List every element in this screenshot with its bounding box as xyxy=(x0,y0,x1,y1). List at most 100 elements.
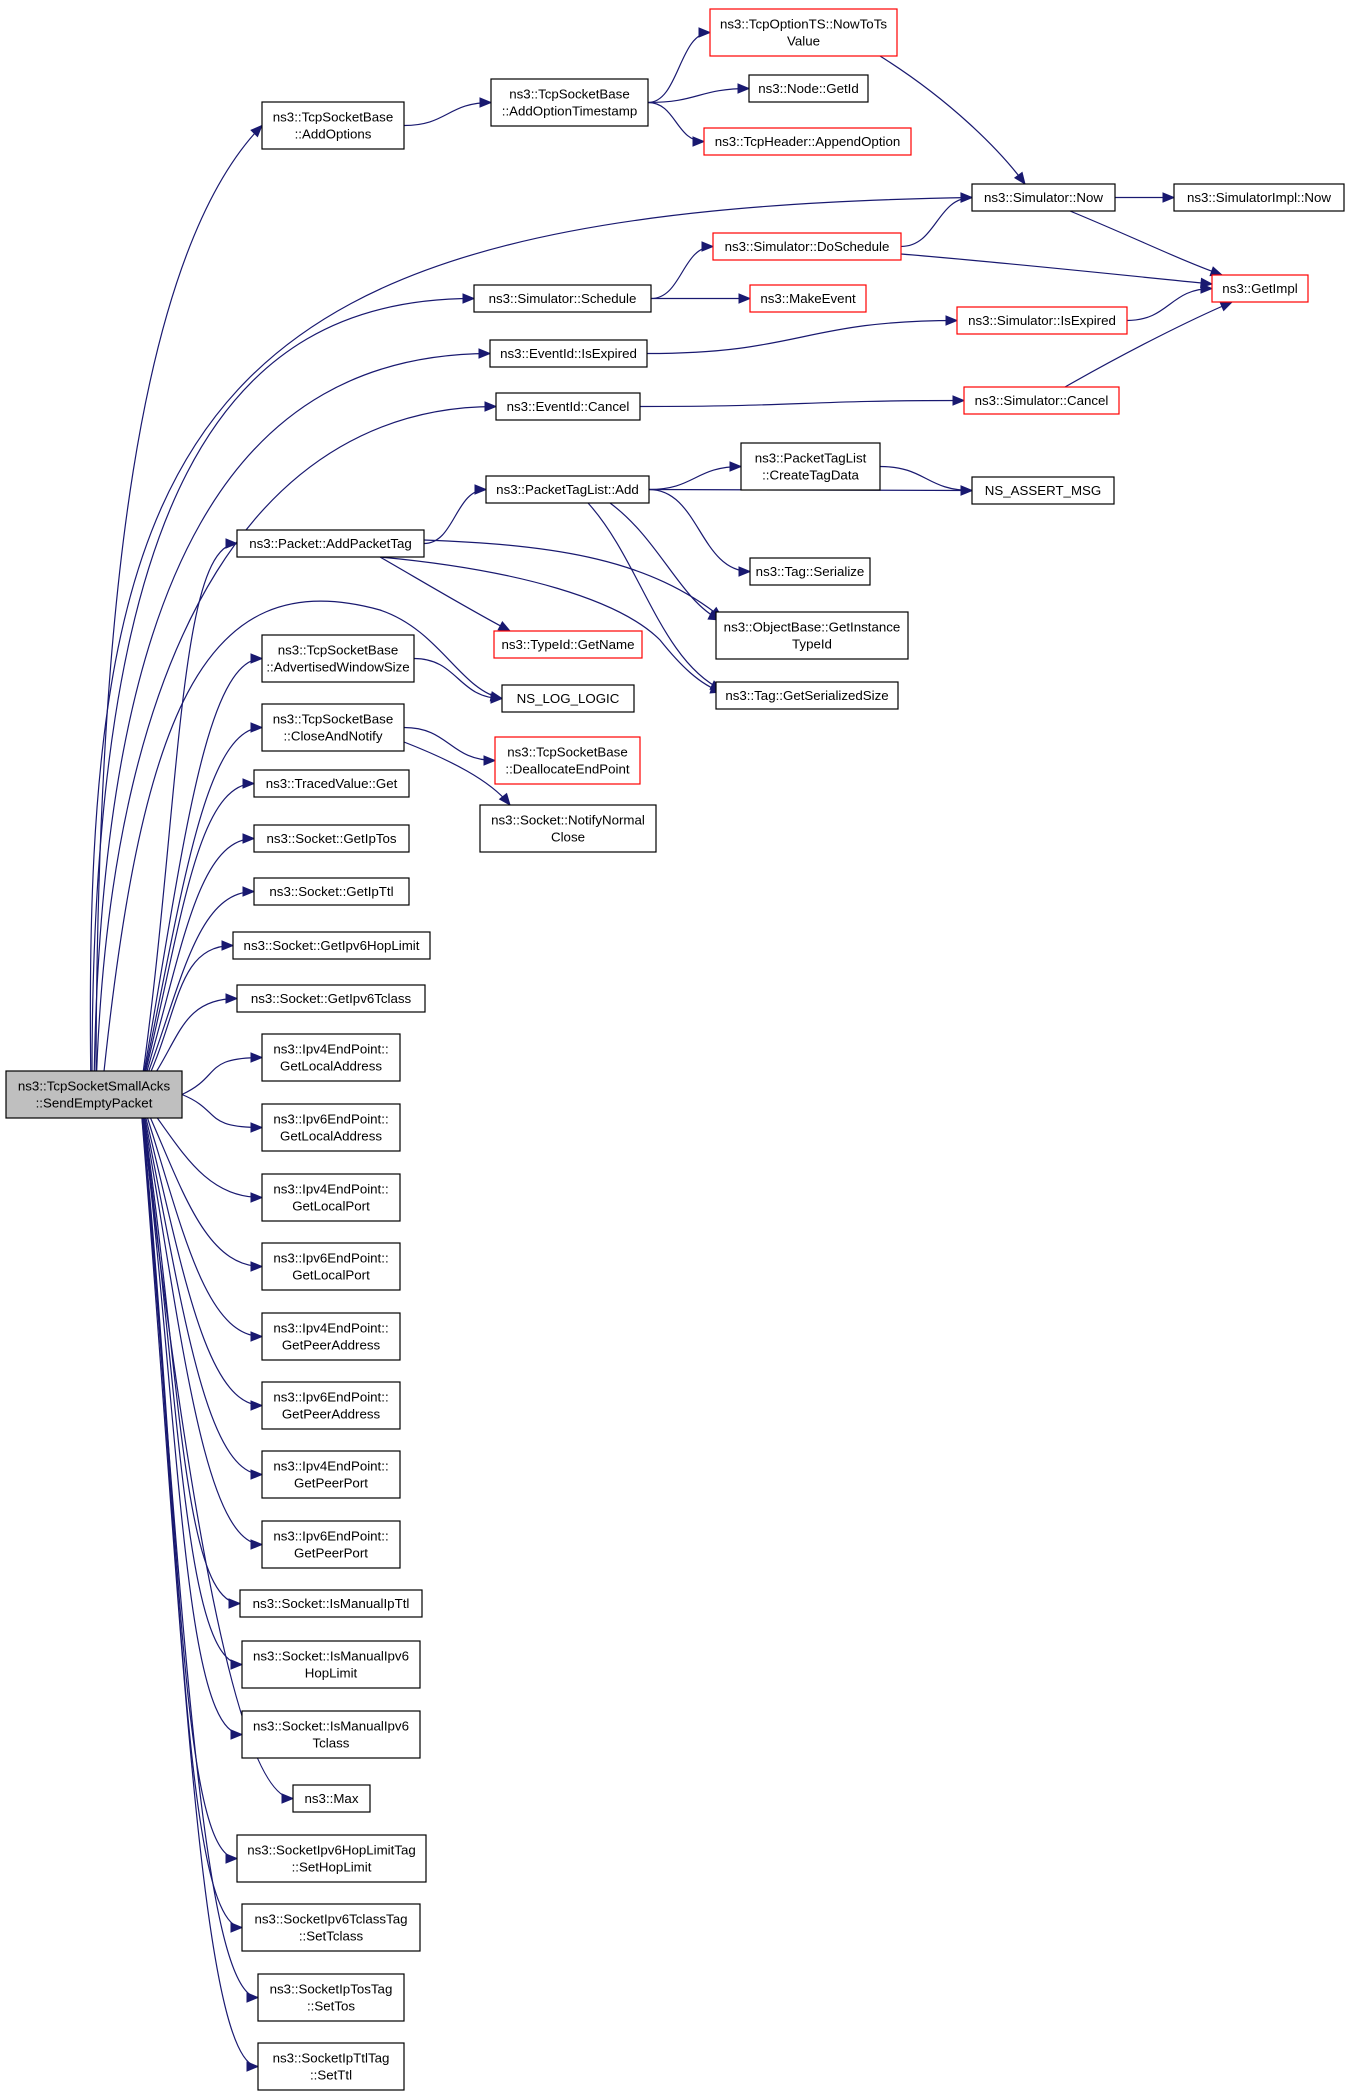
node-box[interactable] xyxy=(241,1710,421,1759)
node-root[interactable]: ns3::TcpSocketSmallAcks::SendEmptyPacket xyxy=(5,1070,183,1119)
node-GetImpl[interactable]: ns3::GetImpl xyxy=(1211,274,1309,303)
node-SimNow[interactable]: ns3::Simulator::Now xyxy=(971,183,1116,212)
node-box[interactable] xyxy=(236,1834,427,1883)
node-Ipv4GetLocalAddress[interactable]: ns3::Ipv4EndPoint::GetLocalAddress xyxy=(261,1033,401,1082)
node-EventCancel[interactable]: ns3::EventId::Cancel xyxy=(495,392,641,421)
node-box[interactable] xyxy=(261,703,405,752)
node-GetIpv6HopLimit[interactable]: ns3::Socket::GetIpv6HopLimit xyxy=(232,931,431,960)
node-box[interactable] xyxy=(261,1450,401,1499)
node-Schedule[interactable]: ns3::Simulator::Schedule xyxy=(473,284,652,313)
node-SimIsExpired[interactable]: ns3::Simulator::IsExpired xyxy=(956,306,1128,335)
node-AddOptions[interactable]: ns3::TcpSocketBase::AddOptions xyxy=(261,101,405,150)
node-box[interactable] xyxy=(253,824,410,853)
node-DoSchedule[interactable]: ns3::Simulator::DoSchedule xyxy=(712,232,902,261)
node-GetIpTtl[interactable]: ns3::Socket::GetIpTtl xyxy=(253,877,410,906)
node-box[interactable] xyxy=(261,1520,401,1569)
node-box[interactable] xyxy=(232,931,431,960)
node-box[interactable] xyxy=(703,127,912,156)
node-box[interactable] xyxy=(261,101,405,150)
node-box[interactable] xyxy=(715,681,899,710)
node-box[interactable] xyxy=(261,1381,401,1430)
node-box[interactable] xyxy=(261,1242,401,1291)
node-box[interactable] xyxy=(1211,274,1309,303)
node-box[interactable] xyxy=(715,611,909,660)
node-box[interactable] xyxy=(971,476,1115,505)
node-box[interactable] xyxy=(749,284,867,313)
node-CloseAndNotify[interactable]: ns3::TcpSocketBase::CloseAndNotify xyxy=(261,703,405,752)
node-SetTos[interactable]: ns3::SocketIpTosTag::SetTos xyxy=(257,1973,405,2022)
node-box[interactable] xyxy=(473,284,652,313)
node-Ipv4GetPeerAddress[interactable]: ns3::Ipv4EndPoint::GetPeerAddress xyxy=(261,1312,401,1361)
node-box[interactable] xyxy=(479,804,657,853)
node-box[interactable] xyxy=(1173,183,1345,212)
node-NodeGetId[interactable]: ns3::Node::GetId xyxy=(748,74,869,103)
node-DeallocateEndPoint[interactable]: ns3::TcpSocketBase::DeallocateEndPoint xyxy=(494,736,641,785)
node-SimImplNow[interactable]: ns3::SimulatorImpl::Now xyxy=(1173,183,1345,212)
node-Ipv4GetPeerPort[interactable]: ns3::Ipv4EndPoint::GetPeerPort xyxy=(261,1450,401,1499)
node-box[interactable] xyxy=(963,386,1120,415)
node-SimCancel[interactable]: ns3::Simulator::Cancel xyxy=(963,386,1120,415)
node-box[interactable] xyxy=(292,1784,371,1813)
node-box[interactable] xyxy=(236,984,426,1013)
node-Max[interactable]: ns3::Max xyxy=(292,1784,371,1813)
node-box[interactable] xyxy=(748,74,869,103)
node-LogLogic[interactable]: NS_LOG_LOGIC xyxy=(501,684,635,713)
node-MakeEvent[interactable]: ns3::MakeEvent xyxy=(749,284,867,313)
node-box[interactable] xyxy=(485,475,650,504)
node-AssertMsg[interactable]: NS_ASSERT_MSG xyxy=(971,476,1115,505)
node-TypeIdGetName[interactable]: ns3::TypeId::GetName xyxy=(493,630,643,659)
node-box[interactable] xyxy=(257,1973,405,2022)
node-PTLAdd[interactable]: ns3::PacketTagList::Add xyxy=(485,475,650,504)
node-box[interactable] xyxy=(490,78,649,127)
node-Ipv4GetLocalPort[interactable]: ns3::Ipv4EndPoint::GetLocalPort xyxy=(261,1173,401,1222)
node-box[interactable] xyxy=(709,8,898,57)
node-Ipv6GetLocalAddress[interactable]: ns3::Ipv6EndPoint::GetLocalAddress xyxy=(261,1103,401,1152)
node-AppendOption[interactable]: ns3::TcpHeader::AppendOption xyxy=(703,127,912,156)
node-box[interactable] xyxy=(261,1173,401,1222)
node-GetIpTos[interactable]: ns3::Socket::GetIpTos xyxy=(253,824,410,853)
node-IsManualIpTtl[interactable]: ns3::Socket::IsManualIpTtl xyxy=(239,1589,423,1618)
node-box[interactable] xyxy=(261,1103,401,1152)
node-box[interactable] xyxy=(495,392,641,421)
node-Ipv6GetLocalPort[interactable]: ns3::Ipv6EndPoint::GetLocalPort xyxy=(261,1242,401,1291)
node-box[interactable] xyxy=(740,442,881,491)
node-box[interactable] xyxy=(239,1589,423,1618)
node-SetTclass[interactable]: ns3::SocketIpv6TclassTag::SetTclass xyxy=(241,1903,421,1952)
node-box[interactable] xyxy=(489,339,648,368)
node-box[interactable] xyxy=(261,1033,401,1082)
node-box[interactable] xyxy=(241,1640,421,1689)
node-box[interactable] xyxy=(501,684,635,713)
node-TagGetSerializedSize[interactable]: ns3::Tag::GetSerializedSize xyxy=(715,681,899,710)
node-TagSerialize[interactable]: ns3::Tag::Serialize xyxy=(749,557,871,586)
node-box[interactable] xyxy=(5,1070,183,1119)
node-AddPacketTag[interactable]: ns3::Packet::AddPacketTag xyxy=(236,529,425,558)
node-AddOptionTimestamp[interactable]: ns3::TcpSocketBase::AddOptionTimestamp xyxy=(490,78,649,127)
node-box[interactable] xyxy=(493,630,643,659)
node-box[interactable] xyxy=(956,306,1128,335)
node-box[interactable] xyxy=(236,529,425,558)
node-AdvWindowSize[interactable]: ns3::TcpSocketBase::AdvertisedWindowSize xyxy=(261,634,415,683)
node-Ipv6GetPeerPort[interactable]: ns3::Ipv6EndPoint::GetPeerPort xyxy=(261,1520,401,1569)
node-box[interactable] xyxy=(253,877,410,906)
node-box[interactable] xyxy=(253,769,410,798)
node-box[interactable] xyxy=(257,2042,405,2091)
node-SetHopLimit[interactable]: ns3::SocketIpv6HopLimitTag::SetHopLimit xyxy=(236,1834,427,1883)
node-box[interactable] xyxy=(712,232,902,261)
node-box[interactable] xyxy=(749,557,871,586)
node-box[interactable] xyxy=(494,736,641,785)
node-CreateTagData[interactable]: ns3::PacketTagList::CreateTagData xyxy=(740,442,881,491)
node-TracedValueGet[interactable]: ns3::TracedValue::Get xyxy=(253,769,410,798)
node-EventIsExpired[interactable]: ns3::EventId::IsExpired xyxy=(489,339,648,368)
node-box[interactable] xyxy=(261,634,415,683)
node-box[interactable] xyxy=(971,183,1116,212)
node-GetIpv6Tclass[interactable]: ns3::Socket::GetIpv6Tclass xyxy=(236,984,426,1013)
node-box[interactable] xyxy=(241,1903,421,1952)
node-SetTtl[interactable]: ns3::SocketIpTtlTag::SetTtl xyxy=(257,2042,405,2091)
node-Ipv6GetPeerAddress[interactable]: ns3::Ipv6EndPoint::GetPeerAddress xyxy=(261,1381,401,1430)
node-box[interactable] xyxy=(261,1312,401,1361)
